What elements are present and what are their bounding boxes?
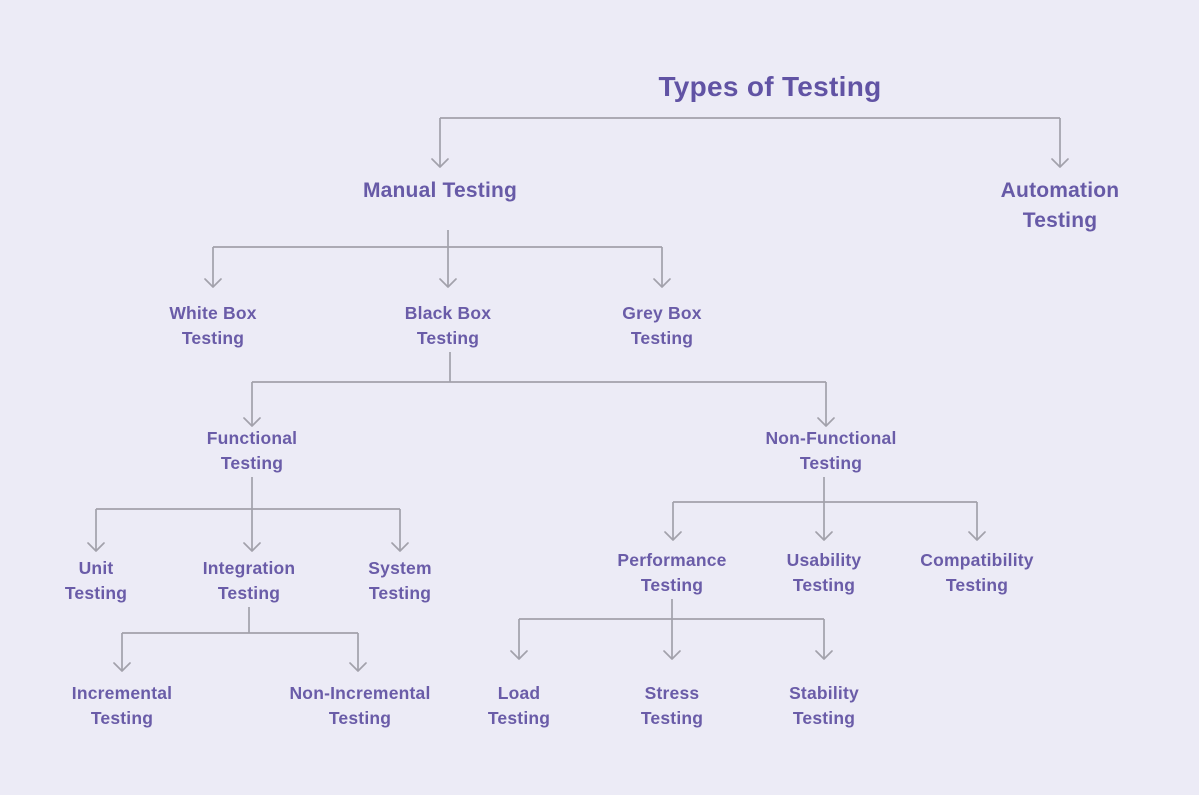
- node-label: Testing: [220, 453, 284, 473]
- node-label: Incremental: [71, 683, 173, 703]
- node-performance-testing: Performance Testing: [617, 548, 726, 598]
- edge-blackbox-children: [251, 352, 827, 426]
- node-label: Load: [497, 683, 541, 703]
- node-automation-testing: Automation Testing: [1001, 176, 1120, 236]
- arrow-load: [510, 650, 528, 660]
- arrow-functional: [243, 417, 261, 427]
- node-label: Non-Functional: [765, 428, 897, 448]
- node-label: Non-Incremental: [289, 683, 431, 703]
- node-label: Usability: [786, 550, 862, 570]
- edge-nonfunctional-children: [672, 477, 978, 540]
- node-label: Testing: [799, 453, 863, 473]
- node-label: Stability: [789, 683, 859, 703]
- node-integration-testing: Integration Testing: [203, 556, 296, 606]
- node-label: Automation: [1000, 179, 1120, 202]
- edge-performance-children: [518, 599, 825, 659]
- node-stability-testing: Stability Testing: [789, 681, 859, 731]
- node-label: Testing: [640, 708, 704, 728]
- node-label: Testing: [181, 328, 245, 348]
- node-label: Manual Testing: [362, 179, 518, 202]
- arrow-automation: [1051, 158, 1069, 168]
- node-label: Unit: [78, 558, 114, 578]
- node-label: Testing: [217, 583, 281, 603]
- edge-functional-children: [95, 477, 401, 551]
- node-stress-testing: Stress Testing: [641, 681, 703, 731]
- node-label: Testing: [90, 708, 154, 728]
- arrow-incremental: [113, 662, 131, 672]
- node-usability-testing: Usability Testing: [787, 548, 862, 598]
- node-label: Testing: [64, 583, 128, 603]
- arrow-stability: [815, 650, 833, 660]
- node-label: Black Box: [404, 303, 492, 323]
- node-label: Performance: [617, 550, 727, 570]
- node-label: Testing: [792, 575, 856, 595]
- node-label: Testing: [630, 328, 694, 348]
- arrow-non-functional: [817, 417, 835, 427]
- node-unit-testing: Unit Testing: [65, 556, 127, 606]
- node-label: Testing: [416, 328, 480, 348]
- node-label: Integration: [202, 558, 296, 578]
- node-label: Functional: [206, 428, 298, 448]
- node-manual-testing: Manual Testing: [363, 176, 517, 206]
- arrow-manual: [431, 158, 449, 168]
- node-load-testing: Load Testing: [488, 681, 550, 731]
- node-system-testing: System Testing: [368, 556, 431, 606]
- arrow-stress: [663, 650, 681, 660]
- arrow-system: [391, 542, 409, 552]
- node-label: Types of Testing: [658, 71, 882, 102]
- node-label: Stress: [644, 683, 700, 703]
- node-label: White Box: [169, 303, 257, 323]
- node-label: Testing: [328, 708, 392, 728]
- node-incremental-testing: Incremental Testing: [72, 681, 172, 731]
- node-black-box-testing: Black Box Testing: [405, 301, 491, 351]
- arrow-black-box: [439, 278, 457, 288]
- node-label: Testing: [368, 583, 432, 603]
- edge-manual-children: [212, 230, 663, 287]
- edge-integration-children: [121, 607, 359, 671]
- arrow-non-incremental: [349, 662, 367, 672]
- edge-title-children: [439, 117, 1061, 167]
- node-label: Grey Box: [622, 303, 702, 323]
- node-label: Testing: [640, 575, 704, 595]
- arrow-compatibility: [968, 531, 986, 541]
- arrow-grey-box: [653, 278, 671, 288]
- node-compatibility-testing: Compatibility Testing: [920, 548, 1033, 598]
- node-non-functional-testing: Non-Functional Testing: [765, 426, 896, 476]
- arrow-white-box: [204, 278, 222, 288]
- node-label: System: [368, 558, 432, 578]
- node-grey-box-testing: Grey Box Testing: [622, 301, 701, 351]
- node-label: Testing: [945, 575, 1009, 595]
- arrow-integration: [243, 542, 261, 552]
- node-non-incremental-testing: Non-Incremental Testing: [289, 681, 430, 731]
- arrow-unit: [87, 542, 105, 552]
- arrow-performance: [664, 531, 682, 541]
- node-types-of-testing: Types of Testing: [658, 71, 881, 103]
- node-white-box-testing: White Box Testing: [169, 301, 256, 351]
- node-label: Testing: [487, 708, 551, 728]
- node-label: Testing: [1022, 209, 1098, 232]
- node-functional-testing: Functional Testing: [207, 426, 297, 476]
- node-label: Testing: [792, 708, 856, 728]
- arrow-usability: [815, 531, 833, 541]
- node-label: Compatibility: [920, 550, 1034, 570]
